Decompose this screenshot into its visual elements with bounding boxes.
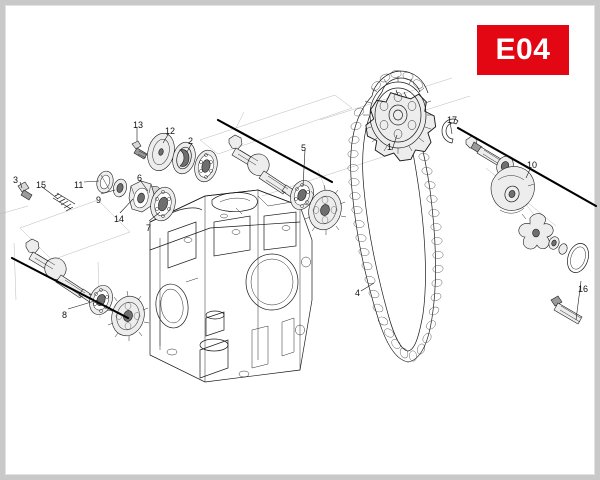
water-pump-impeller: [518, 213, 554, 250]
callout-12: 12: [165, 126, 176, 136]
part-11-oil-seal: [96, 170, 114, 194]
upper-camshaft-sprocket: [363, 76, 437, 162]
plate-code-text: E04: [495, 33, 551, 66]
part-17-circlip: [441, 118, 459, 144]
part-16-pump-bolt: [550, 295, 583, 325]
callout-1: 1: [387, 142, 393, 152]
callout-6: 6: [137, 173, 143, 183]
part-15-spring: [52, 192, 76, 212]
lower-shaft-bearing: [89, 285, 113, 315]
part-13-bolt: [131, 140, 148, 160]
plate-code-badge: E04: [477, 25, 569, 75]
part-9-washer: [113, 178, 127, 198]
water-pump-assembly: [441, 118, 598, 325]
callout-2: 2: [188, 136, 194, 146]
callout-3: 3: [13, 175, 19, 185]
water-pump-washer: [548, 236, 568, 255]
part-7-ball-bearing-a: [194, 149, 218, 183]
part-5-camshaft-bearing: [290, 180, 314, 210]
callout-5: 5: [301, 143, 307, 153]
lower-shaft-sprocket: [106, 290, 150, 341]
water-pump-shaft: [465, 135, 502, 166]
part-12-cam-plate: [147, 132, 175, 172]
timing-chain: [347, 70, 444, 363]
callout-leaders: [19, 121, 582, 321]
cylinder-head-casting: [149, 189, 313, 383]
callout-16: 16: [578, 284, 589, 294]
upper-camshaft-shaft: [228, 134, 303, 200]
callout-11: 11: [74, 180, 84, 190]
lower-camshaft-assembly: [10, 238, 150, 341]
alignment-guides: [0, 77, 561, 319]
part-2-bearing-retainer: [172, 141, 196, 175]
upper-camshaft-assembly: [96, 118, 347, 235]
upper-shaft-sprocket: [303, 184, 347, 235]
callout-10: 10: [527, 160, 538, 170]
callout-4: 4: [355, 288, 361, 298]
callout-14: 14: [114, 214, 125, 224]
callout-15: 15: [36, 180, 47, 190]
callout-13: 13: [133, 120, 144, 130]
part-3-dowel-pin: [17, 181, 33, 201]
part-7-ball-bearing-b: [150, 186, 176, 222]
callout-8: 8: [62, 310, 68, 320]
part-14-bearing-holder: [128, 180, 155, 213]
callout-9: 9: [96, 195, 102, 205]
callout-17: 17: [447, 115, 458, 125]
callout-7: 7: [146, 223, 152, 233]
part-10-water-pump-housing: [490, 166, 535, 220]
water-pump-oring: [567, 243, 589, 273]
